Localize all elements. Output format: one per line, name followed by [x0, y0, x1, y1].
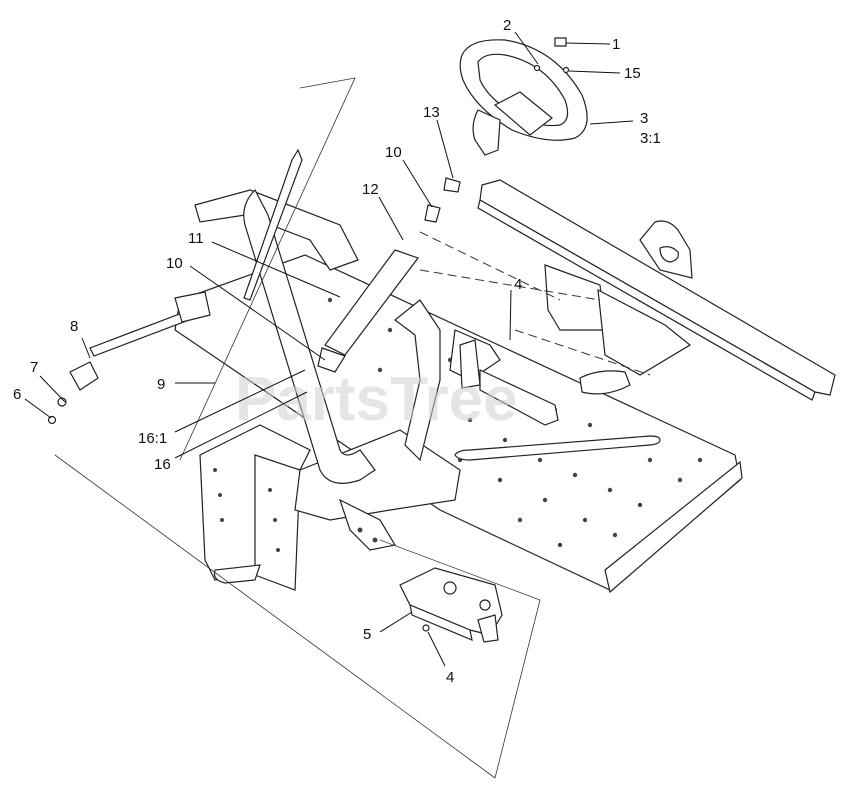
- callout-8: 8: [70, 318, 78, 335]
- rear-frame-rail: [419, 179, 836, 401]
- callout-10-upper: 10: [385, 144, 402, 161]
- guide-lines: [54, 77, 561, 779]
- callout-5: 5: [363, 626, 371, 643]
- steering-arm-tube: [194, 188, 559, 484]
- callout-1: 1: [612, 36, 620, 53]
- callout-3: 3: [640, 110, 648, 127]
- callout-9: 9: [157, 376, 165, 393]
- leader-lines: [24, 31, 634, 667]
- steering-gear-housing: [399, 567, 503, 643]
- callout-15: 15: [624, 65, 641, 82]
- callout-4-upper: 4: [514, 276, 522, 293]
- callout-10-lower: 10: [166, 255, 183, 272]
- callout-16-1: 16:1: [138, 430, 167, 447]
- callout-2: 2: [503, 17, 511, 34]
- callout-16: 16: [154, 456, 171, 473]
- watermark: PartsTree: [235, 365, 518, 434]
- callout-6: 6: [13, 386, 21, 403]
- callout-13: 13: [423, 104, 440, 121]
- callout-3-1: 3:1: [640, 130, 661, 147]
- callout-12: 12: [362, 181, 379, 198]
- steering-column: [317, 177, 461, 373]
- callout-7: 7: [30, 359, 38, 376]
- callout-4-lower: 4: [446, 669, 454, 686]
- callout-11: 11: [188, 230, 204, 247]
- steering-wheel: [459, 37, 588, 156]
- callout-labels: 1 2 15 3 3:1 13 10 12 11 10 4 8 7 6 9 16…: [13, 17, 661, 686]
